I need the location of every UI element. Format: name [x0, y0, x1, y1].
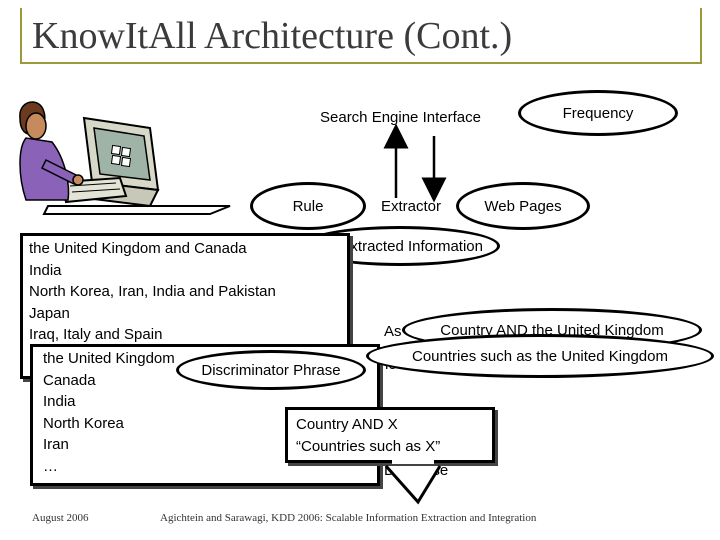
footer-date: August 2006: [32, 512, 89, 524]
countries-such-as-uk-ellipse: Countries such as the United Kingdom: [366, 334, 714, 378]
footer-citation: Agichtein and Sarawagi, KDD 2006: Scalab…: [160, 512, 536, 524]
countries-such-as-uk-label: Countries such as the United Kingdom: [412, 348, 668, 365]
